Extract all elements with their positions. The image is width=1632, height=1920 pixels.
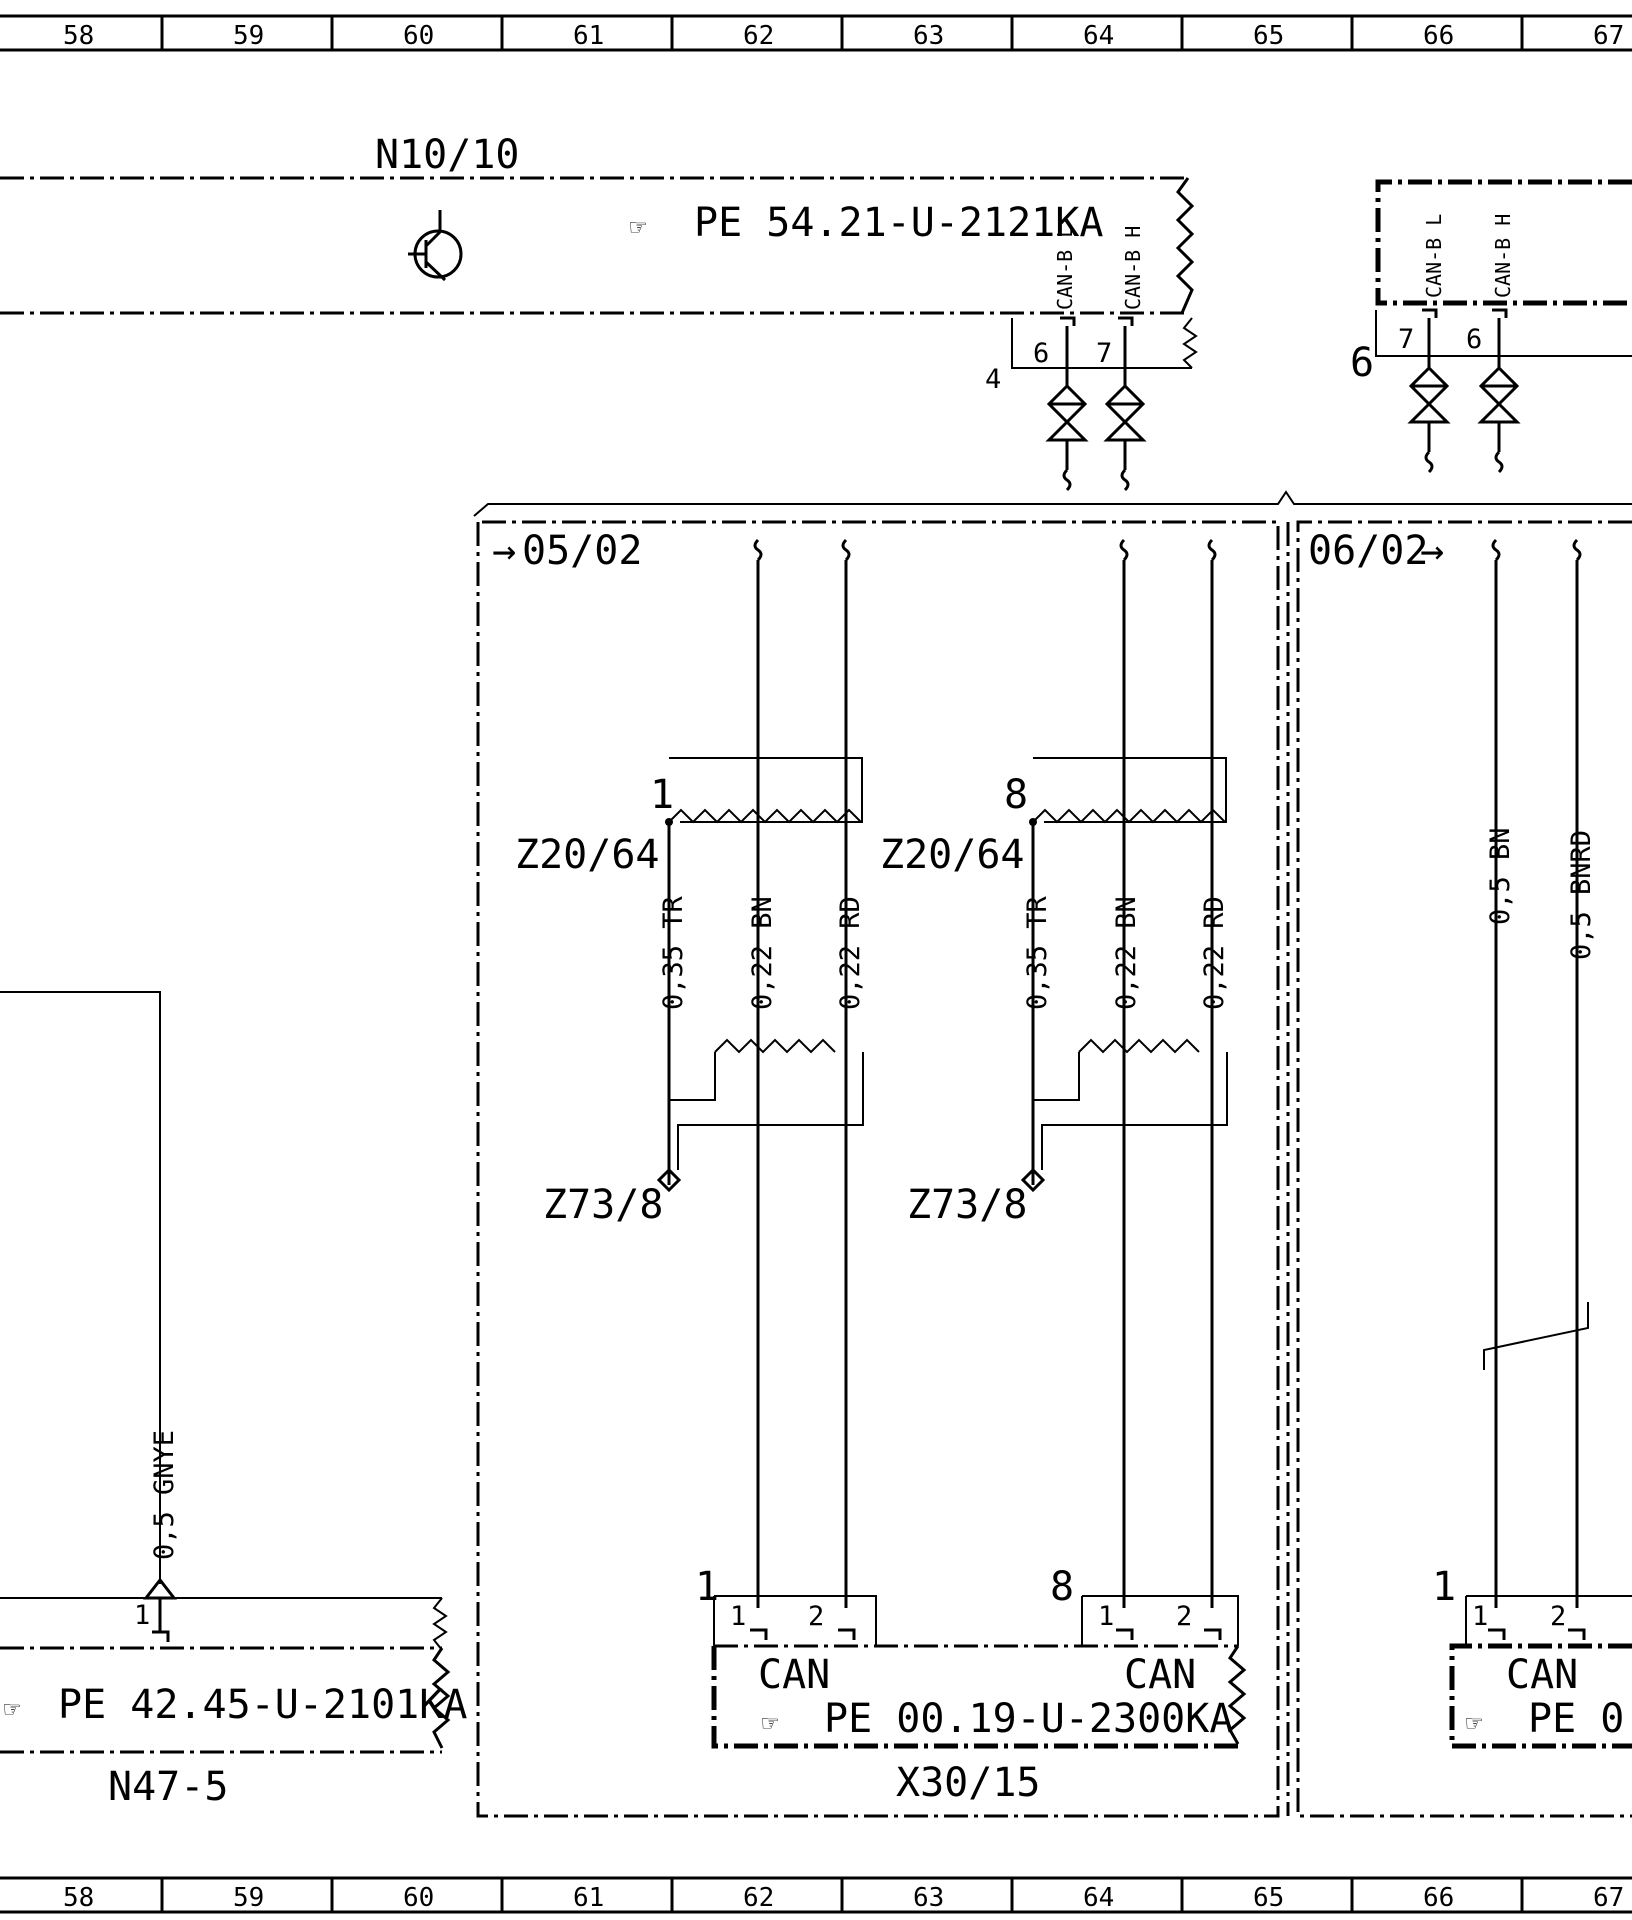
right-can-label: CAN bbox=[1506, 1652, 1578, 1698]
ruler-bottom-col-66: 66 bbox=[1423, 1883, 1454, 1913]
group2-wire-rd: 0,22 RD bbox=[1199, 896, 1230, 1010]
ruler-top-col-65: 65 bbox=[1253, 21, 1284, 51]
x30-pin-2a: 2 bbox=[808, 1601, 824, 1632]
n47-ref[interactable]: PE 42.45-U-2101KA bbox=[58, 1682, 467, 1728]
group2-z20-label: Z20/64 bbox=[880, 832, 1025, 878]
n10-connector-4: 4 bbox=[985, 364, 1001, 395]
ruler-bottom-col-67: 67 bbox=[1593, 1883, 1624, 1913]
ruler-top-col-60: 60 bbox=[403, 21, 434, 51]
right-can-ref[interactable]: PE 0 bbox=[1528, 1696, 1624, 1742]
ruler-bottom-col-65: 65 bbox=[1253, 1883, 1284, 1913]
ruler-top-col-63: 63 bbox=[913, 21, 944, 51]
pin-label-can-b-h: CAN-B H bbox=[1121, 226, 1145, 310]
arrow-right-icon: → bbox=[492, 528, 516, 574]
ruler-top-col-62: 62 bbox=[743, 21, 774, 51]
ruler-bottom-col-64: 64 bbox=[1083, 1883, 1114, 1913]
right-wire-bn: 0,5 BN bbox=[1485, 827, 1516, 925]
zone-05-02-label: 05/02 bbox=[522, 528, 642, 574]
group2-z73-label: Z73/8 bbox=[907, 1182, 1027, 1228]
hand-pointer-icon: ☞ bbox=[630, 212, 647, 243]
ruler-bottom-col-58: 58 bbox=[63, 1883, 94, 1913]
x30-connector-1: 1 bbox=[695, 1564, 719, 1610]
right-wire-bnrd: 0,5 BNRD bbox=[1566, 830, 1597, 960]
group2-connector: 8 bbox=[1004, 772, 1028, 818]
ruler-bottom-col-60: 60 bbox=[403, 1883, 434, 1913]
module-x30-15: CAN CAN ☞ PE 00.19-U-2300KA X30/15 bbox=[711, 1644, 1247, 1806]
n47-name: N47-5 bbox=[108, 1764, 228, 1810]
ruler-top-col-61: 61 bbox=[573, 21, 604, 51]
x30-can-label-1: CAN bbox=[758, 1652, 830, 1698]
group1-wire-bn: 0,22 BN bbox=[747, 896, 778, 1010]
ruler-top-col-67: 67 bbox=[1593, 21, 1624, 51]
group1-z20-label: Z20/64 bbox=[515, 832, 660, 878]
n47-pin-1: 1 bbox=[134, 1600, 150, 1631]
n10-pin-7: 7 bbox=[1096, 338, 1112, 369]
pin-label-can-b-l: CAN-B L bbox=[1053, 226, 1077, 310]
ruler-bottom-col-62: 62 bbox=[743, 1883, 774, 1913]
x30-pin-1b: 1 bbox=[1098, 1601, 1114, 1632]
right-connector-1: 1 bbox=[1432, 1564, 1456, 1610]
right-pin-label-can-b-l: CAN-B L bbox=[1422, 214, 1446, 298]
ruler-bottom-col-61: 61 bbox=[573, 1883, 604, 1913]
zone-06-02-label: 06/02 bbox=[1308, 528, 1428, 574]
group2-wire-bn: 0,22 BN bbox=[1111, 896, 1142, 1010]
ruler-top-col-59: 59 bbox=[233, 21, 264, 51]
column-ruler-bottom: 58 59 60 61 62 63 64 65 66 67 bbox=[0, 1876, 1632, 1914]
group1-wire-rd: 0,22 RD bbox=[835, 896, 866, 1010]
module-n10-10-ref[interactable]: PE 54.21-U-2121KA bbox=[694, 200, 1103, 246]
x30-pin-2b: 2 bbox=[1176, 1601, 1192, 1632]
x30-connector-8: 8 bbox=[1050, 1564, 1074, 1610]
n10-pin-6: 6 bbox=[1033, 338, 1049, 369]
x30-name: X30/15 bbox=[896, 1760, 1041, 1806]
wire-group-2: 8 Z20/64 0,35 TR 0,22 BN 0,22 RD Z73/8 8… bbox=[880, 538, 1239, 1646]
group2-wire-tr: 0,35 TR bbox=[1022, 895, 1053, 1010]
right-pin-label-can-b-h: CAN-B H bbox=[1491, 214, 1515, 298]
x30-ref[interactable]: PE 00.19-U-2300KA bbox=[824, 1696, 1233, 1742]
module-n47-5: 0,5 GNYE 1 ☞ PE 42.45-U-2101KA N47-5 bbox=[0, 991, 467, 1810]
n47-wire-label: 0,5 GNYE bbox=[149, 1430, 180, 1560]
wire-group-1: 1 Z20/64 0,35 TR 0,22 BN 0,22 RD Z73/8 1… bbox=[515, 538, 877, 1646]
hand-pointer-icon-3: ☞ bbox=[1466, 1708, 1483, 1739]
right-pin-2: 2 bbox=[1550, 1601, 1566, 1632]
ruler-top-col-64: 64 bbox=[1083, 21, 1114, 51]
x30-pin-1a: 1 bbox=[730, 1601, 746, 1632]
column-ruler-top: 58 59 60 61 62 63 64 65 66 67 bbox=[0, 14, 1632, 52]
right-pin-6: 6 bbox=[1466, 324, 1482, 355]
group1-wire-tr: 0,35 TR bbox=[658, 895, 689, 1010]
transistor-icon bbox=[408, 210, 463, 282]
module-n10-10: N10/10 ☞ PE 54.21-U-2121KA CAN-B L CAN-B… bbox=[0, 132, 1198, 492]
connector-diamond-icon bbox=[1045, 383, 1147, 470]
ruler-bottom-col-59: 59 bbox=[233, 1883, 264, 1913]
right-pin-7: 7 bbox=[1398, 324, 1414, 355]
ruler-top-col-58: 58 bbox=[63, 21, 94, 51]
module-n10-10-name: N10/10 bbox=[375, 132, 520, 178]
hand-pointer-icon: ☞ bbox=[762, 1708, 779, 1739]
module-right-top: CAN-B L CAN-B H 7 6 6 bbox=[1350, 179, 1632, 474]
hand-pointer-icon-4: ☞ bbox=[4, 1694, 21, 1725]
x30-can-label-2: CAN bbox=[1124, 1652, 1196, 1698]
ruler-top-col-66: 66 bbox=[1423, 21, 1454, 51]
right-connector-6: 6 bbox=[1350, 340, 1374, 386]
group1-z73-label: Z73/8 bbox=[543, 1182, 663, 1228]
zone-05-02: → 05/02 1 Z20/64 0,35 TR 0,22 BN 0,22 RD… bbox=[476, 520, 1280, 1818]
right-pin-1: 1 bbox=[1472, 1601, 1488, 1632]
ruler-bottom-col-63: 63 bbox=[913, 1883, 944, 1913]
arrow-right-icon-2: → bbox=[1420, 528, 1444, 574]
zone-06-02: 06/02 → 0,5 BN 0,5 BNRD 1 1 2 CAN ☞ PE 0 bbox=[1286, 520, 1632, 1818]
group1-connector: 1 bbox=[650, 772, 674, 818]
